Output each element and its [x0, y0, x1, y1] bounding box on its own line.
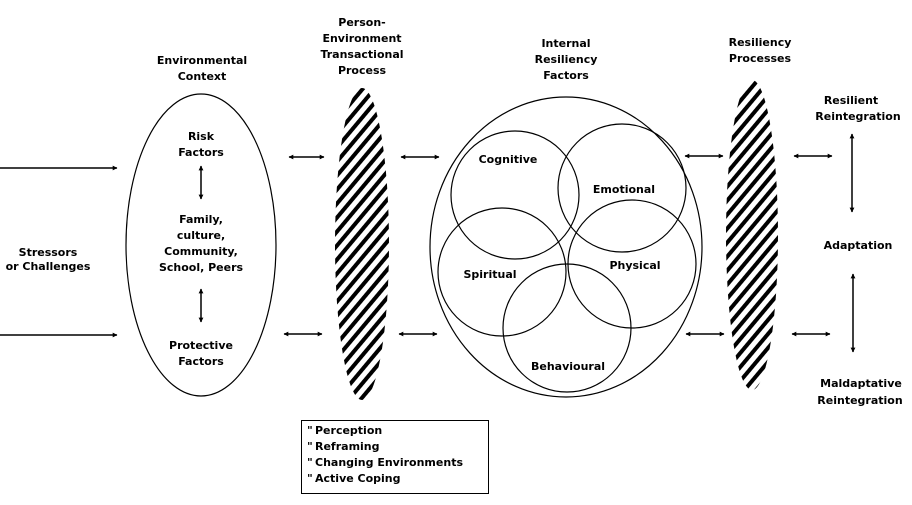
- resiliency-processes-hatched-ellipse: [726, 80, 778, 390]
- stressors-line-1: Stressors: [19, 246, 78, 259]
- maladaptive-line-1: Maldaptative: [820, 377, 902, 390]
- behavioural-label: Behavioural: [531, 360, 605, 373]
- irf-title-line-2: Resiliency: [535, 53, 598, 66]
- bullet-mark: ": [307, 424, 313, 437]
- behavioural-circle: [502, 263, 632, 393]
- resilient-line-1: Resilient: [824, 94, 878, 107]
- transactional-process-hatched-ellipse: [335, 88, 389, 400]
- internal-factors-outer-circle: [429, 96, 703, 398]
- env-middle-line-1: Family,: [179, 213, 223, 226]
- process-item: "Reframing: [307, 439, 488, 455]
- env-title-line-1: Environmental: [157, 54, 247, 67]
- risk-line-1: Risk: [188, 130, 215, 143]
- physical-label: Physical: [609, 259, 660, 272]
- bullet-mark: ": [307, 440, 313, 453]
- process-item-label: Reframing: [315, 440, 380, 453]
- pe-title-line-3: Transactional: [320, 48, 403, 61]
- emotional-circle: [557, 123, 687, 253]
- cognitive-circle: [450, 130, 580, 260]
- env-middle-line-3: Community,: [164, 245, 238, 258]
- maladaptive-line-2: Reintegration: [817, 394, 902, 407]
- internal-factors-title: Internal Resiliency Factors: [535, 37, 598, 82]
- protective-line-1: Protective: [169, 339, 233, 352]
- rp-title-line-1: Resiliency: [729, 36, 792, 49]
- rp-title-line-2: Processes: [729, 52, 792, 65]
- resiliency-processes-title: Resiliency Processes: [729, 36, 792, 65]
- stressors-label: Stressors or Challenges: [6, 246, 91, 273]
- emotional-label: Emotional: [593, 183, 655, 196]
- process-item-label: Active Coping: [315, 472, 401, 485]
- transactional-processes-box: "Perception "Reframing "Changing Environ…: [301, 420, 489, 494]
- spiritual-label: Spiritual: [463, 268, 516, 281]
- spiritual-circle: [437, 207, 567, 337]
- process-item-label: Perception: [315, 424, 383, 437]
- env-middle-line-2: culture,: [177, 229, 225, 242]
- pe-title-line-4: Process: [338, 64, 387, 77]
- env-middle-line-4: School, Peers: [159, 261, 244, 274]
- pe-title-line-1: Person-: [338, 16, 385, 29]
- process-item: "Active Coping: [307, 471, 488, 487]
- irf-title-line-3: Factors: [543, 69, 589, 82]
- protective-line-2: Factors: [178, 355, 224, 368]
- process-item: "Changing Environments: [307, 455, 488, 471]
- risk-line-2: Factors: [178, 146, 224, 159]
- env-title-line-2: Context: [178, 70, 227, 83]
- adaptation-label: Adaptation: [824, 239, 893, 252]
- resilient-line-2: Reintegration: [815, 110, 900, 123]
- transactional-process-title: Person- Environment Transactional Proces…: [320, 16, 403, 77]
- pe-title-line-2: Environment: [322, 32, 401, 45]
- bullet-mark: ": [307, 472, 313, 485]
- cognitive-label: Cognitive: [479, 153, 538, 166]
- environmental-context-ellipse: [125, 93, 277, 397]
- process-item-label: Changing Environments: [315, 456, 463, 469]
- stressors-line-2: or Challenges: [6, 260, 91, 273]
- irf-title-line-1: Internal: [541, 37, 590, 50]
- environmental-context-title: Environmental Context: [157, 54, 247, 83]
- bullet-mark: ": [307, 456, 313, 469]
- process-item: "Perception: [307, 423, 488, 439]
